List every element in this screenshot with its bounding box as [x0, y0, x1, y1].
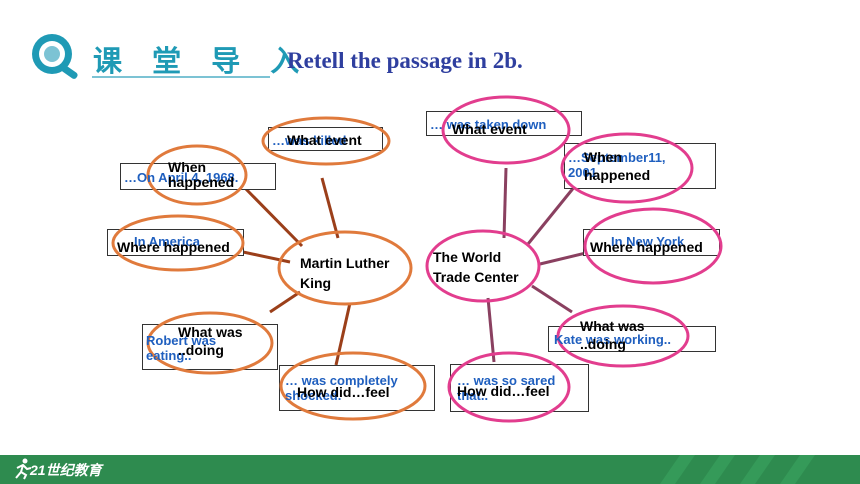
right-doing-answer: Kate was working.. — [554, 332, 672, 347]
right-event-question: What event — [452, 121, 527, 137]
right-when-answer: …September11, 2001 — [568, 150, 666, 180]
right-line-where — [539, 250, 591, 266]
left-event-question: What event — [287, 132, 362, 148]
right-where-question: Where happened — [590, 239, 703, 255]
left-where-ellipse — [111, 214, 245, 272]
left-feel-box — [279, 365, 435, 411]
left-feel-ellipse — [279, 351, 427, 421]
right-line-feel — [486, 297, 496, 363]
left-line-where — [242, 250, 291, 264]
right-event-box — [426, 111, 582, 136]
left-feel-question: How did…feel — [297, 384, 390, 400]
left-hub-ellipse — [277, 230, 413, 306]
right-hub-label: The World Trade Center — [433, 249, 519, 285]
left-event-ellipse — [261, 116, 391, 166]
right-when-ellipse — [560, 132, 694, 204]
left-line-event — [320, 177, 340, 239]
right-where-ellipse — [583, 207, 723, 285]
task-instruction: Retell the passage in 2b. — [287, 48, 523, 73]
left-where-box — [107, 229, 244, 256]
right-line-when — [526, 185, 577, 245]
right-doing-question: What was ..doing — [580, 318, 645, 352]
footer-logo-text: 21世纪教育 — [30, 462, 102, 478]
page-title: 课 堂 导 入 — [93, 44, 310, 78]
right-feel-box — [450, 364, 589, 412]
left-when-answer: …On April 4, 1968. — [124, 170, 239, 185]
right-doing-ellipse — [556, 304, 690, 368]
left-line-doing — [269, 290, 301, 314]
left-when-ellipse — [146, 144, 248, 206]
right-when-question: When happened — [584, 149, 651, 183]
left-doing-question: What was ..doing — [178, 324, 243, 358]
left-event-answer: …was killed — [272, 133, 347, 148]
left-doing-ellipse — [146, 311, 274, 375]
header-search-icon — [32, 34, 78, 79]
title-underline — [92, 76, 270, 78]
left-feel-answer: … was completely shocked. — [285, 373, 398, 403]
footer-stripes — [660, 455, 815, 484]
right-event-ellipse — [441, 95, 571, 165]
right-line-event — [502, 167, 508, 239]
right-feel-answer: … was so sared that.. — [457, 373, 556, 403]
right-event-answer: … was taken down — [430, 117, 547, 132]
right-hub-ellipse — [425, 229, 541, 303]
right-line-doing — [531, 284, 573, 314]
right-feel-question: How did…feel — [457, 383, 550, 399]
left-doing-answer: Robert was eating.. — [146, 333, 217, 363]
runner-logo-icon — [15, 458, 32, 480]
left-line-when — [241, 184, 304, 248]
left-when-question: When happened — [168, 159, 235, 190]
left-hub-label: Martin Luther King — [300, 255, 390, 291]
left-event-box — [268, 127, 383, 151]
left-when-box — [120, 163, 276, 190]
right-feel-ellipse — [447, 351, 571, 423]
left-where-question: Where happened — [117, 239, 230, 255]
left-where-answer: In America — [134, 234, 200, 249]
right-where-answer: In New York — [611, 234, 685, 249]
